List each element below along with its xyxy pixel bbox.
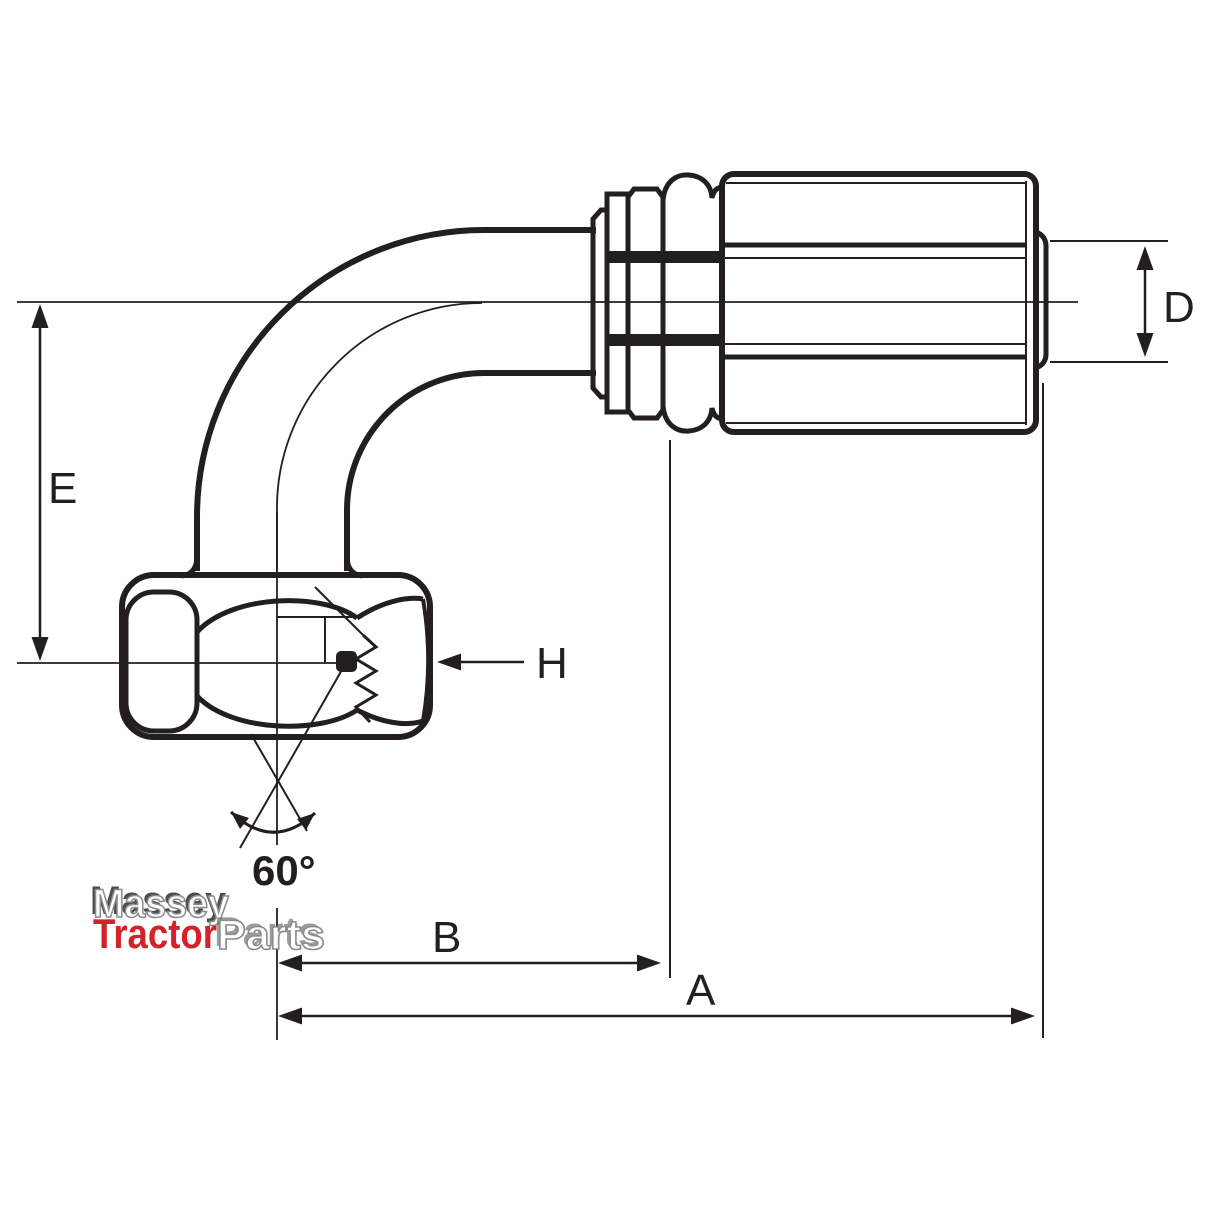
hex-nut	[119, 572, 433, 740]
dim-e-arrow-up	[31, 304, 49, 328]
elbow-centerline-arc	[276, 302, 483, 571]
seat-angle-construction	[229, 660, 348, 849]
logo-parts-shadow: Parts	[214, 908, 322, 955]
centerlines	[17, 301, 1078, 1040]
angle-label: 60°	[252, 847, 316, 894]
logo-massey-shadow: Massey	[90, 879, 227, 923]
dimension-h: H	[437, 639, 568, 688]
ferrule-outline	[719, 171, 1039, 435]
nut-right-cylinder-edge	[421, 598, 431, 722]
logo-massey: Massey	[93, 882, 230, 926]
dim-label-d: D	[1163, 283, 1195, 332]
collar-flat-bar-top	[608, 251, 720, 263]
dim-label-h: H	[536, 639, 568, 688]
logo-parts: Parts	[217, 911, 325, 958]
dim-d-arrow-down	[1136, 333, 1154, 357]
cutaway-break-line	[314, 586, 364, 636]
dim-a-arrow-right	[1011, 1007, 1035, 1025]
dim-label-a: A	[686, 966, 716, 1015]
collar-flat-bar-bottom	[608, 334, 720, 346]
ferrule-tail-step	[1034, 229, 1049, 371]
dim-label-e: E	[48, 464, 77, 513]
collar-bump-top	[660, 172, 723, 201]
nut-facet-arc-top	[195, 598, 359, 634]
collar-bump-bottom	[660, 405, 723, 434]
ferrule	[719, 171, 1049, 435]
dim-h-arrow	[437, 653, 461, 671]
watermark-logo: Massey Massey Tractor Parts Parts	[90, 879, 326, 959]
dimension-b: B	[278, 440, 671, 978]
dim-d-arrow-up	[1136, 246, 1154, 270]
nut-right-facet-top	[355, 595, 424, 621]
thread-zigzag	[353, 633, 379, 724]
dim-e-arrow-down	[31, 637, 49, 661]
seat-angle-arrow-right	[297, 813, 315, 830]
nut-left-facet	[123, 589, 200, 734]
nut-facet-arc-bottom	[195, 694, 359, 729]
collar-ring-3	[625, 186, 666, 421]
dimension-a: A	[278, 383, 1044, 1038]
dimension-e: E	[31, 304, 77, 661]
logo-tractor: Tractor	[93, 910, 217, 957]
dim-a-arrow-left	[278, 1007, 302, 1025]
seat-angle-line-left	[250, 733, 308, 832]
elbow-tube	[181, 227, 596, 579]
collar	[590, 172, 723, 434]
dim-label-b: B	[432, 913, 461, 962]
dimension-d: D	[1050, 240, 1195, 363]
elbow-outer-wall	[194, 227, 596, 571]
elbow-inner-wall	[344, 370, 596, 571]
seat-angle-arrow-left	[231, 812, 249, 829]
dim-b-arrow-right	[637, 954, 661, 972]
collar-ring-2	[604, 191, 631, 415]
seat-angle-line-right	[239, 660, 348, 849]
dim-b-arrow-left	[278, 954, 302, 972]
